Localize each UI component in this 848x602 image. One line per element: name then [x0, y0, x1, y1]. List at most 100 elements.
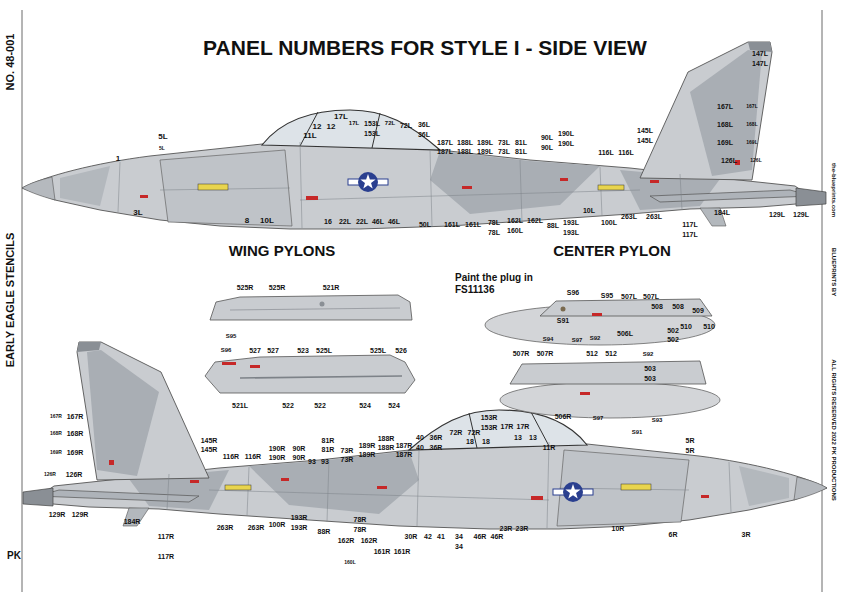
callout-number: 34: [455, 533, 463, 540]
wing-pylon: [210, 295, 412, 320]
callout-number: 11L: [303, 132, 316, 140]
callout-number: 525R: [237, 284, 254, 291]
vertical-note: NO. 48-001: [5, 34, 16, 91]
callout-number: 190L: [558, 130, 574, 137]
callout-number: 17R: [501, 423, 514, 430]
copyright: ALL RIGHTS RESERVED 2022 PK PRODUCTIONS: [831, 359, 837, 500]
callout-number: 78L: [488, 229, 500, 236]
callout-number: 187L: [437, 139, 453, 146]
callout-number: 93: [308, 458, 316, 465]
callout-number: 42: [424, 533, 432, 540]
callout-number: 169L: [717, 139, 733, 146]
callout-number: 169R: [50, 450, 62, 455]
callout-number: 188R: [378, 444, 395, 451]
callout-number: 129R: [49, 511, 66, 518]
callout-number: 145R: [201, 446, 218, 453]
callout-number: 117R: [158, 553, 174, 560]
roundel: [348, 172, 388, 192]
callout-number: 50L: [419, 221, 431, 228]
callout-number: 147L: [752, 50, 768, 57]
callout-number: 5R: [686, 447, 695, 454]
fuel-tank: [500, 382, 720, 418]
callout-number: 510: [680, 323, 692, 330]
callout-number: 117L: [682, 221, 698, 228]
border-line: [22, 10, 23, 592]
callout-number: 129R: [72, 511, 89, 518]
callout-number: 126L: [721, 157, 737, 164]
callout-number: 3L: [133, 209, 142, 217]
callout-number: 90L: [541, 144, 553, 151]
callout-number: 507L: [621, 293, 637, 300]
callout-number: 263R: [217, 524, 234, 531]
callout-number: 188R: [378, 435, 395, 442]
callout-number: 190L: [558, 140, 574, 147]
callout-number: 36R: [430, 434, 443, 441]
callout-number: 525L: [370, 347, 386, 354]
callout-number: 81R: [322, 437, 335, 444]
wing-pylon: [205, 355, 415, 393]
callout-number: 100L: [601, 219, 617, 226]
callout-number: 188L: [457, 139, 473, 146]
callout-number: 126R: [44, 472, 56, 477]
callout-number: 188L: [457, 148, 473, 155]
callout-number: 93: [321, 458, 329, 465]
callout-number: 524: [388, 402, 400, 409]
callout-number: 73L: [498, 148, 510, 155]
callout-number: 17R: [517, 423, 530, 430]
callout-number: 17L: [349, 120, 359, 126]
callout-number: 22L: [356, 218, 368, 225]
callout-number: 145R: [201, 437, 218, 444]
callout-number: 126L: [750, 158, 761, 163]
callout-number: 40: [416, 444, 424, 451]
callout-number: 90R: [293, 445, 306, 452]
callout-number: 13: [514, 434, 522, 441]
callout-number: 161L: [465, 221, 481, 228]
callout-number: 145L: [637, 127, 653, 134]
callout-number: 5L: [159, 146, 165, 151]
callout-number: 72L: [385, 120, 395, 126]
callout-number: 90R: [293, 454, 306, 461]
callout-number: 189L: [477, 139, 493, 146]
callout-number: 116R: [245, 453, 261, 460]
callout-number: 72L: [400, 122, 412, 129]
callout-number: 72R: [468, 429, 481, 436]
callout-number: 46L: [388, 218, 400, 225]
callout-number: 78L: [488, 219, 500, 226]
callout-number: 167R: [50, 414, 62, 419]
center-pylon: [510, 361, 706, 384]
page-title: PANEL NUMBERS FOR STYLE I - SIDE VIEW: [203, 37, 647, 58]
callout-number: 506L: [617, 330, 633, 337]
callout-number: 46R: [491, 533, 504, 540]
callout-number: 189L: [477, 148, 493, 155]
pylon-fitting: [320, 302, 325, 307]
callout-number: 162L: [527, 217, 543, 224]
callout-number: S94: [543, 336, 554, 342]
callout-number: 81R: [322, 446, 335, 453]
callout-number: 512: [605, 350, 617, 357]
callout-number: 502: [667, 327, 679, 334]
callout-number: 81L: [515, 139, 527, 146]
callout-number: 40: [416, 434, 424, 441]
vertical-note: EARLY EAGLE STENCILS: [5, 233, 16, 367]
callout-number: 46L: [372, 218, 384, 225]
callout-number: 117L: [682, 231, 698, 238]
callout-number: 116L: [598, 149, 614, 156]
callout-number: S96: [221, 347, 232, 353]
callout-number: 162R: [338, 537, 355, 544]
callout-number: 5R: [686, 437, 695, 444]
callout-number: 507R: [537, 350, 554, 357]
callout-number: 162L: [507, 217, 523, 224]
callout-number: 510: [703, 323, 715, 330]
center-pylon: [540, 299, 712, 316]
callout-number: 23R: [500, 525, 513, 532]
callout-number: 36R: [430, 444, 443, 451]
callout-number: 512: [586, 350, 598, 357]
callout-number: 41: [437, 533, 445, 540]
callout-number: 145L: [637, 137, 653, 144]
callout-number: 153L: [364, 120, 380, 127]
callout-number: 153R: [481, 414, 498, 421]
callout-number: 88L: [547, 222, 559, 229]
callout-number: 18: [466, 438, 474, 445]
callout-number: 263L: [621, 213, 637, 220]
callout-number: 153R: [481, 424, 498, 431]
